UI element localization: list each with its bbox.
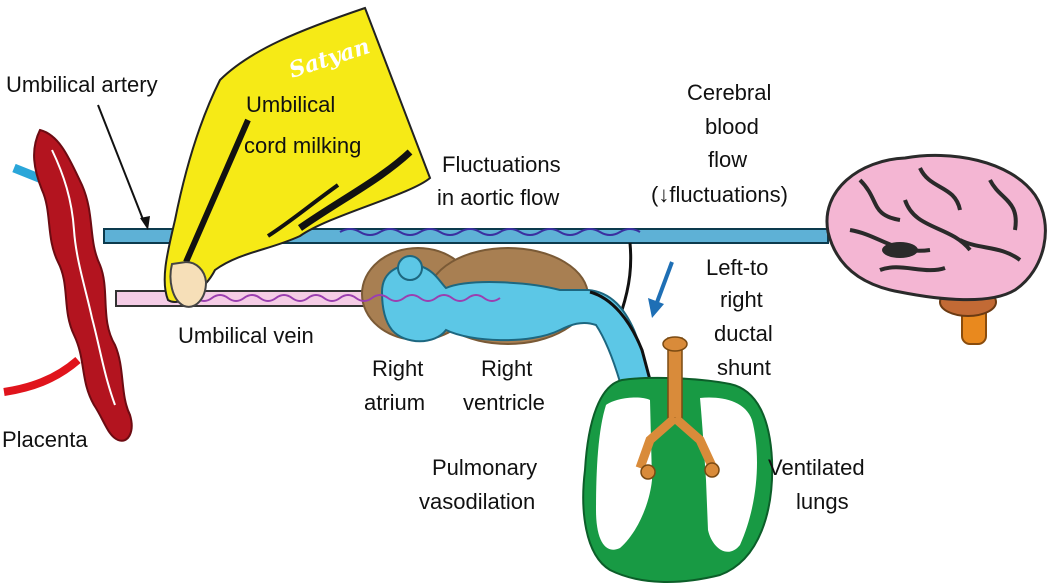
label-right-ventricle-l2: ventricle — [463, 390, 545, 415]
label-umbilical-vein: Umbilical vein — [178, 323, 314, 348]
ductus-line — [620, 242, 633, 311]
placenta-illustration — [3, 128, 133, 442]
label-umbilical-artery: Umbilical artery — [6, 72, 158, 97]
label-cerebral-l4: (↓fluctuations) — [651, 182, 788, 207]
heart-illustration — [361, 247, 652, 383]
label-right-ventricle-l1: Right — [481, 356, 532, 381]
label-fluctuations-l2: in aortic flow — [437, 185, 559, 210]
brain-illustration — [825, 153, 1047, 345]
label-cerebral-l3: flow — [708, 147, 747, 172]
label-cerebral-l1: Cerebral — [687, 80, 771, 105]
airway-illustration — [635, 336, 720, 480]
label-right-atrium-l2: atrium — [364, 390, 425, 415]
umbilical-artery-pointer — [97, 104, 145, 223]
label-pulmonary-l1: Pulmonary — [432, 455, 537, 480]
hand-illustration — [163, 6, 432, 308]
label-ventilated-l1: Ventilated — [768, 455, 865, 480]
label-umbilical-cord-milking-l2: cord milking — [244, 133, 361, 158]
label-fluctuations-l1: Fluctuations — [442, 152, 561, 177]
label-shunt-l1: Left-to — [706, 255, 768, 280]
label-umbilical-cord-milking-l1: Umbilical — [246, 92, 335, 117]
shunt-flow-arrow — [654, 261, 674, 306]
aortic-fluctuation-wave — [339, 228, 641, 236]
label-shunt-l4: shunt — [717, 355, 771, 380]
label-ventilated-l2: lungs — [796, 489, 849, 514]
venous-fluctuation-wave — [179, 294, 501, 302]
label-shunt-l3: ductal — [714, 321, 773, 346]
label-shunt-l2: right — [720, 287, 763, 312]
label-placenta: Placenta — [2, 427, 88, 452]
lungs-illustration — [582, 376, 774, 583]
label-cerebral-l2: blood — [705, 114, 759, 139]
umbilical-vein-tube — [115, 290, 387, 307]
label-pulmonary-l2: vasodilation — [419, 489, 535, 514]
label-right-atrium-l1: Right — [372, 356, 423, 381]
